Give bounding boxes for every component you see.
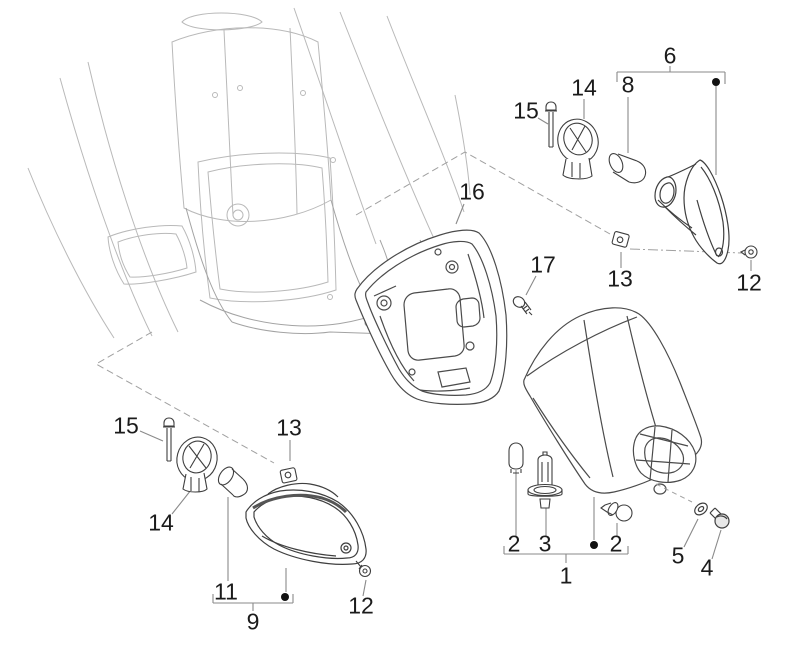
part-label-15-upper: 15 (513, 97, 539, 124)
part-label-9: 9 (246, 608, 260, 635)
bulb-part3 (527, 451, 563, 509)
part-label-13-upper: 13 (607, 265, 633, 292)
part-label-12-lower: 12 (348, 592, 374, 619)
part-label-2-left: 2 (507, 530, 521, 557)
bulb-part11 (217, 466, 249, 498)
screw-part15-lower (163, 417, 175, 462)
lens-part9 (245, 482, 367, 565)
part-label-14-lower: 14 (148, 509, 174, 536)
clip-part13-upper (611, 231, 630, 248)
group-1-bullet (590, 541, 598, 549)
part-label-8: 8 (621, 71, 635, 98)
part-label-5: 5 (671, 542, 685, 569)
taillight-housing-part1 (523, 307, 703, 495)
bulb-holder-part14-lower (176, 436, 218, 493)
washer-part5 (694, 502, 708, 516)
lens-part6 (654, 159, 730, 265)
part-label-11: 11 (214, 578, 238, 605)
screw-part4 (709, 507, 730, 529)
group-bracket-6 (616, 66, 726, 175)
clip-part13-lower (279, 467, 298, 484)
part-label-17: 17 (530, 251, 556, 278)
part-label-4: 4 (700, 554, 714, 581)
screw-part17 (512, 296, 533, 316)
bulb-part2-left (508, 442, 524, 474)
part-label-6: 6 (663, 42, 677, 69)
part-label-1: 1 (559, 562, 573, 589)
bulb-part8 (608, 152, 647, 184)
rear-cover-part16 (354, 229, 508, 405)
part-label-2-right: 2 (609, 530, 623, 557)
screw-part15-upper (545, 101, 557, 148)
bulb-holder-part14-upper (557, 118, 599, 180)
group-bracket-9 (212, 568, 294, 611)
leader-lines (139, 97, 752, 597)
screw-part12-upper (739, 245, 758, 259)
part-label-12-upper: 12 (736, 269, 762, 296)
bulb-part2-right (600, 502, 633, 522)
projection-line-washer (655, 483, 693, 503)
group-bracket-1 (503, 497, 629, 563)
part-label-14-upper: 14 (571, 74, 597, 101)
part-label-15-lower: 15 (113, 412, 139, 439)
part-label-13-lower: 13 (276, 414, 302, 441)
group-9-bullet (281, 593, 289, 601)
part-label-3: 3 (538, 530, 552, 557)
screw-part12-lower (355, 560, 372, 578)
part-label-16: 16 (459, 178, 485, 205)
group-6-bullet (712, 78, 720, 86)
